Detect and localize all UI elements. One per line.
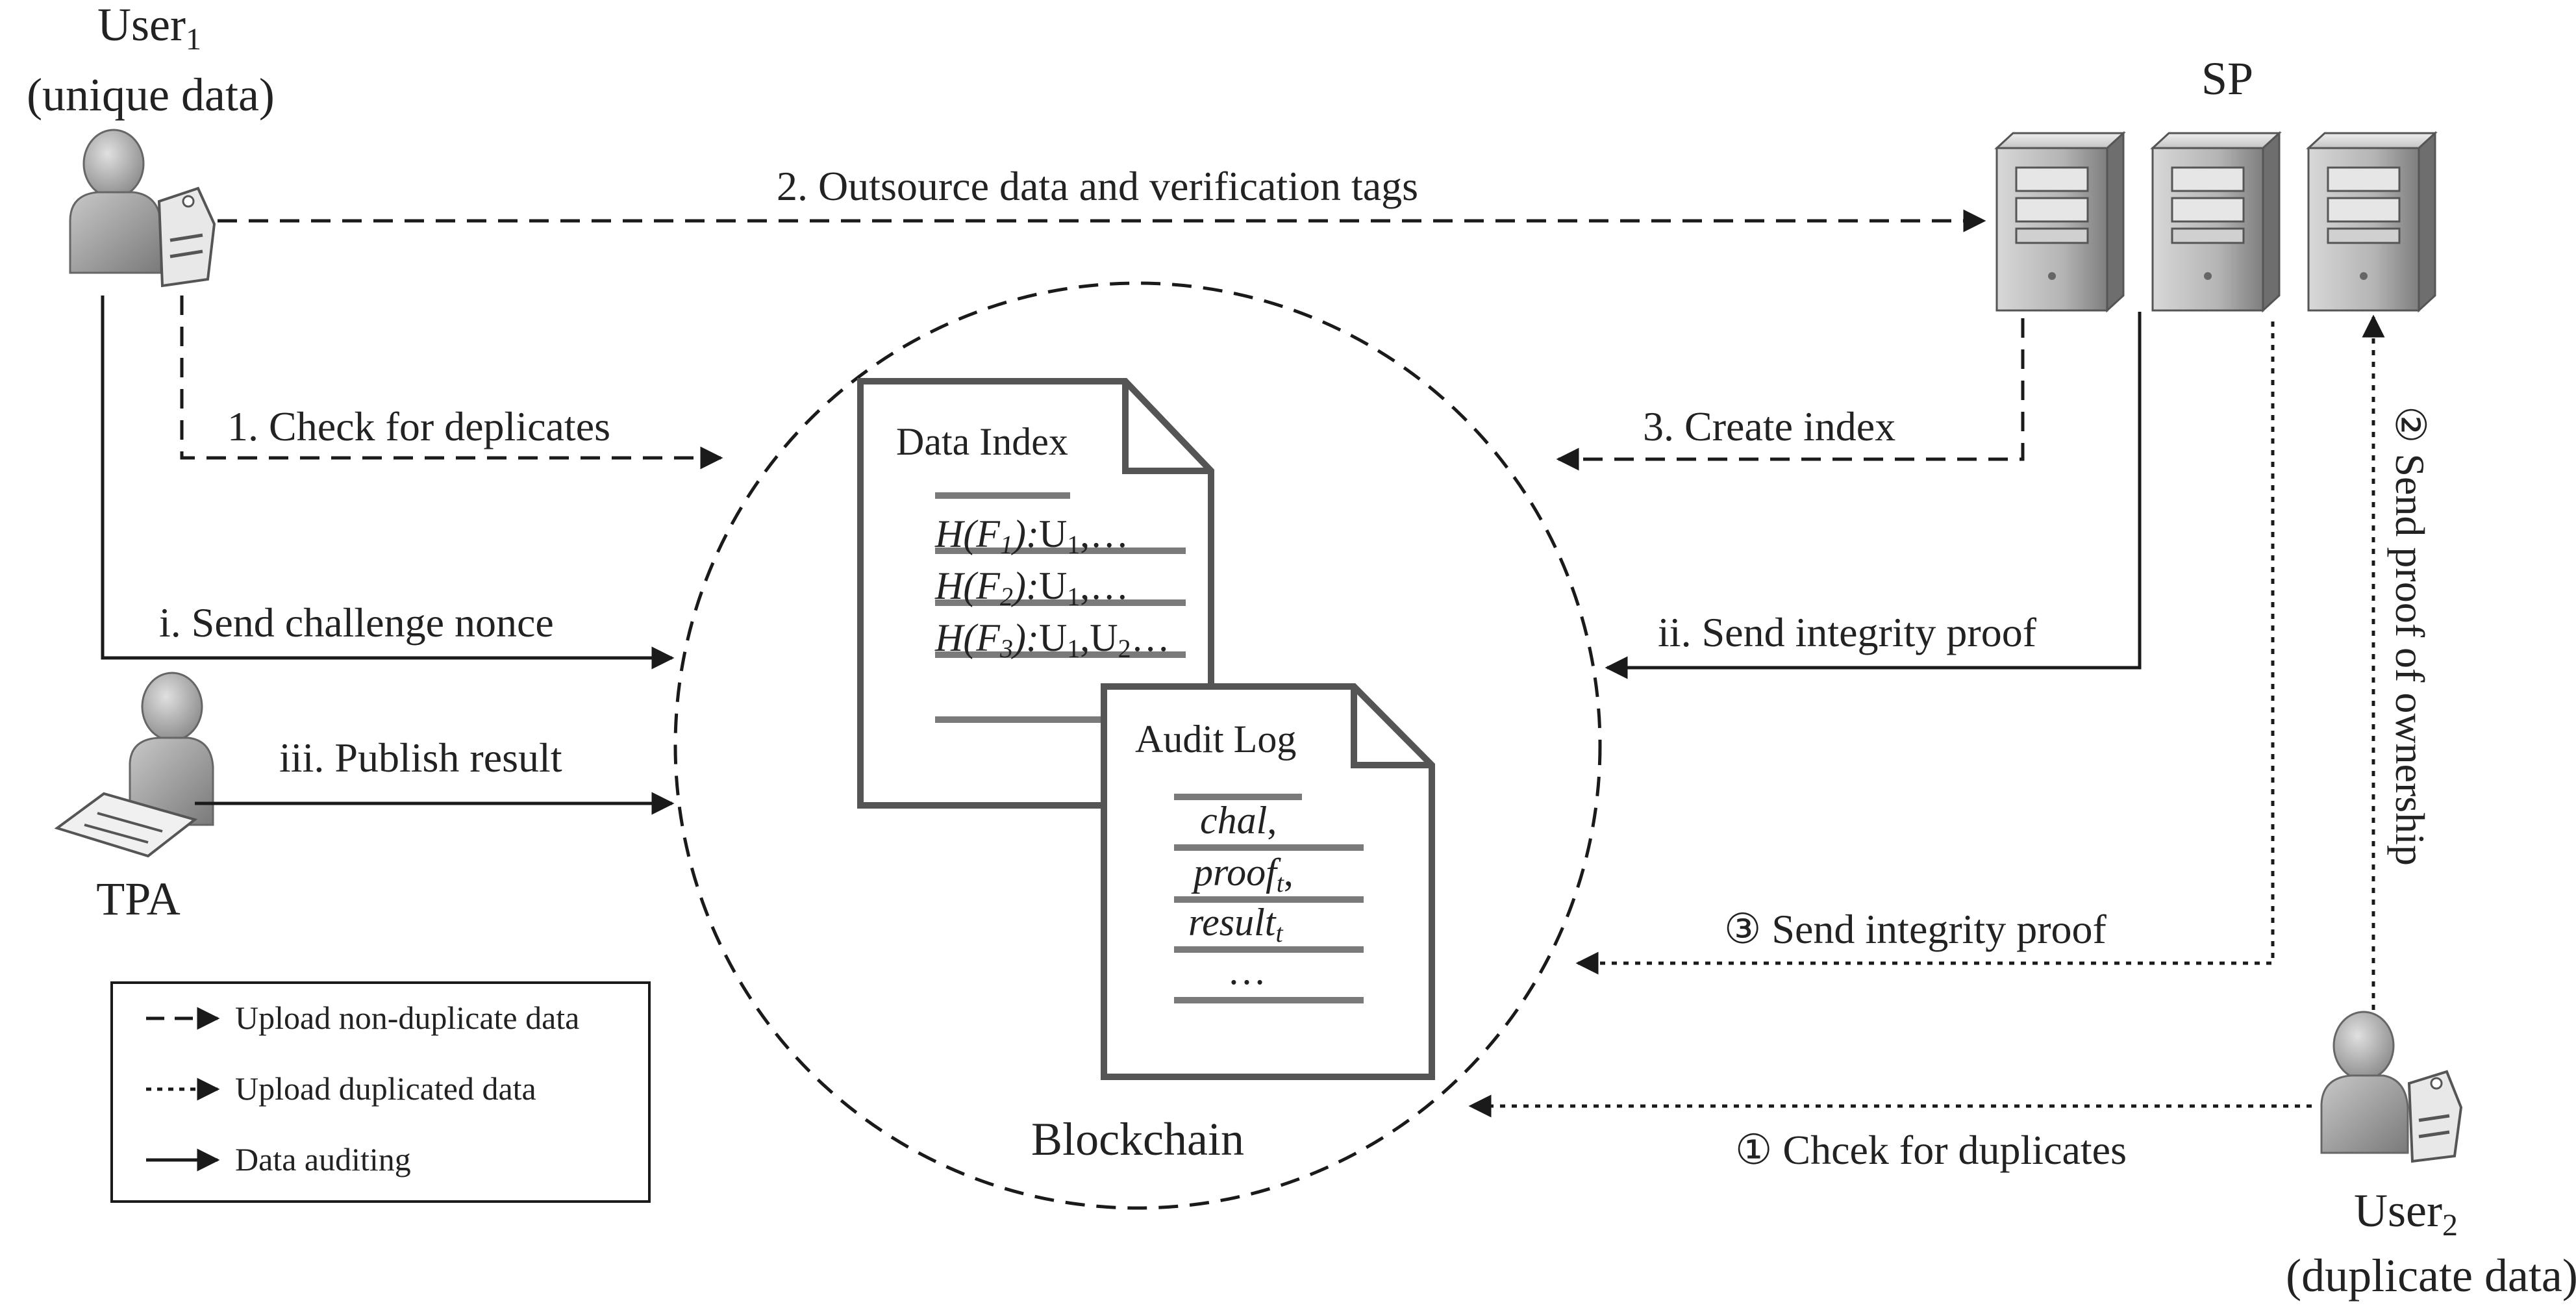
- audit-log-row-3: resultt: [1188, 901, 1283, 948]
- tpa-name: TPA: [96, 873, 180, 925]
- user1-person-icon: [69, 129, 216, 288]
- user2-description: (duplicate data): [2286, 1250, 2576, 1302]
- blockchain-circle: [673, 281, 1602, 1210]
- arrow-send-integrity-proof: [1605, 312, 2142, 679]
- label-create-index: 3. Create index: [1643, 403, 1895, 449]
- label-dup-ownership: ② Send proof of ownership: [2387, 406, 2433, 866]
- data-index-row-1: H(F1):U1,…: [934, 512, 1129, 559]
- arrow-check-duplicates: [180, 296, 723, 470]
- label-send-integrity-proof: ii. Send integrity proof: [1658, 609, 2037, 655]
- legend-item-3: Data auditing: [235, 1141, 411, 1178]
- audit-log-row-2: prooft,: [1191, 851, 1294, 898]
- data-index-row-2: H(F2):U1,…: [934, 564, 1129, 611]
- tpa-person-icon: [54, 672, 214, 858]
- legend: Upload non-duplicate data Upload duplica…: [110, 981, 651, 1203]
- arrow-create-index: [1556, 318, 2025, 471]
- blockchain-label: Blockchain: [1031, 1113, 1244, 1165]
- sp-name: SP: [2201, 53, 2253, 105]
- arrow-dup-send-integrity-proof: [1575, 321, 2275, 975]
- legend-item-1: Upload non-duplicate data: [235, 1000, 579, 1036]
- sp-server-icon-2: [2150, 131, 2282, 313]
- user1-description: (unique data): [27, 69, 275, 121]
- label-send-challenge-nonce: i. Send challenge nonce: [159, 599, 554, 646]
- arrow-send-challenge-nonce: [101, 296, 675, 670]
- label-check-duplicates: 1. Check for deplicates: [227, 403, 610, 449]
- label-publish-result: iii. Publish result: [279, 735, 562, 781]
- sp-server-icon-3: [2306, 131, 2438, 313]
- data-index-title: Data Index: [896, 420, 1068, 463]
- user2-name: User2: [2354, 1185, 2458, 1242]
- label-dup-send-integrity-proof: ③ Send integrity proof: [1724, 906, 2107, 952]
- audit-log-row-1: chal,: [1200, 799, 1277, 842]
- data-index-row-3: H(F3):U1,U2…: [934, 616, 1170, 663]
- user1-name: User1: [97, 0, 201, 57]
- audit-log-title: Audit Log: [1135, 718, 1296, 761]
- audit-log-row-4: …: [1227, 950, 1266, 992]
- user2-person-icon: [2320, 1011, 2463, 1163]
- label-dup-check: ① Chcek for duplicates: [1735, 1127, 2127, 1173]
- sp-server-icon-1: [1994, 131, 2126, 313]
- audit-log-document: Audit Log chal, prooft, resultt …: [1101, 683, 1435, 1080]
- legend-item-2: Upload duplicated data: [235, 1070, 536, 1107]
- label-outsource: 2. Outsource data and verification tags: [777, 163, 1418, 209]
